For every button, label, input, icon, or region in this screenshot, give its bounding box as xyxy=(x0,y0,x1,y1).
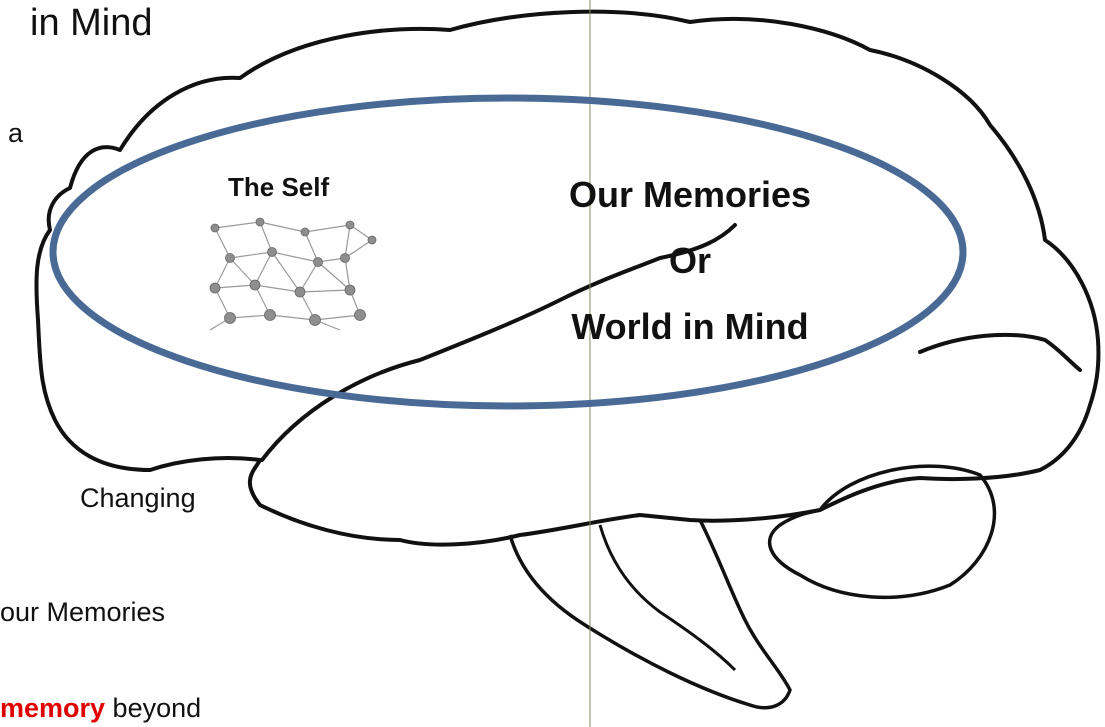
text-line-memories: our Memories xyxy=(0,597,166,627)
temporal-fold xyxy=(260,223,737,462)
text-line-last: memory beyond xyxy=(0,693,201,724)
text-line-last-rest: beyond xyxy=(105,693,202,723)
occipital-fold xyxy=(918,332,1082,372)
cerebellum xyxy=(767,464,997,600)
self-label: The Self xyxy=(228,172,330,202)
network-graph-icon xyxy=(202,212,380,331)
brainstem xyxy=(508,519,792,710)
memory-label-line3: World in Mind xyxy=(571,306,809,347)
text-line-changing: Changing xyxy=(80,483,196,513)
self-memory-ellipse xyxy=(49,94,967,410)
memory-label-line1: Our Memories xyxy=(568,174,812,215)
memory-label: Our Memories Or World in Mind xyxy=(500,162,880,360)
text-line-a: a xyxy=(8,118,24,148)
memory-label-line2: Or xyxy=(668,240,711,281)
highlight-word: memory xyxy=(0,693,106,723)
brainstem-inner xyxy=(598,524,737,672)
heading-fragment: in Mind xyxy=(30,2,153,44)
